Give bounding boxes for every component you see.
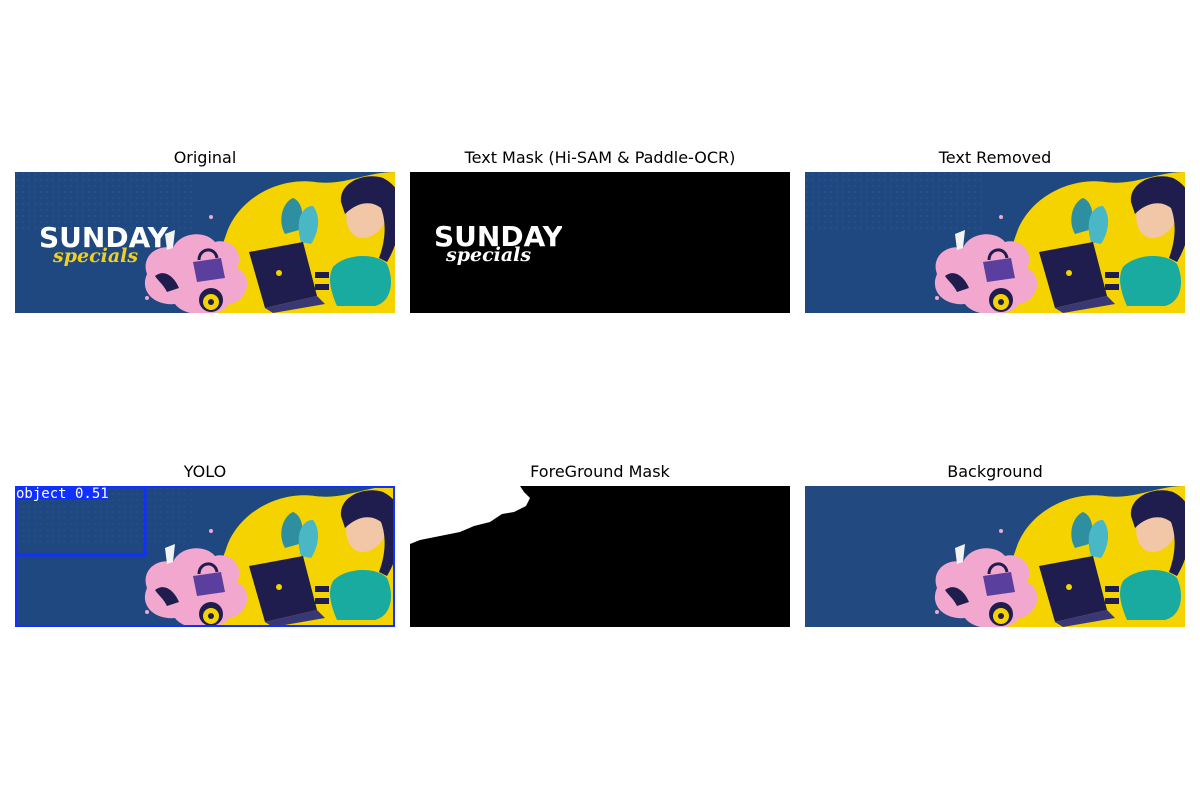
detection-label-bg [15,486,107,500]
foreground-mask-image [410,486,790,627]
panel-title: YOLO [183,462,227,481]
panel-title: Text Removed [938,148,1052,167]
mask-headline-text: SUNDAY [434,220,564,253]
panel-title: Background [947,462,1043,481]
foreground-region [410,486,530,544]
text-removed-image [805,172,1185,313]
mask-subline-text: specials [445,244,531,266]
background-image [805,486,1185,627]
text-mask-image: SUNDAY specials [410,172,790,313]
panel-title: ForeGround Mask [530,462,670,481]
panel-title: Text Mask (Hi-SAM & Paddle-OCR) [464,148,736,167]
headline-text: SUNDAY [39,221,169,254]
detection-label: object 0.51 [16,486,109,502]
subline-text: specials [52,245,138,267]
yolo-image: object 0.51 [15,486,395,627]
original-image: SUNDAY specials [15,172,395,313]
panel-title: Original [173,148,237,167]
